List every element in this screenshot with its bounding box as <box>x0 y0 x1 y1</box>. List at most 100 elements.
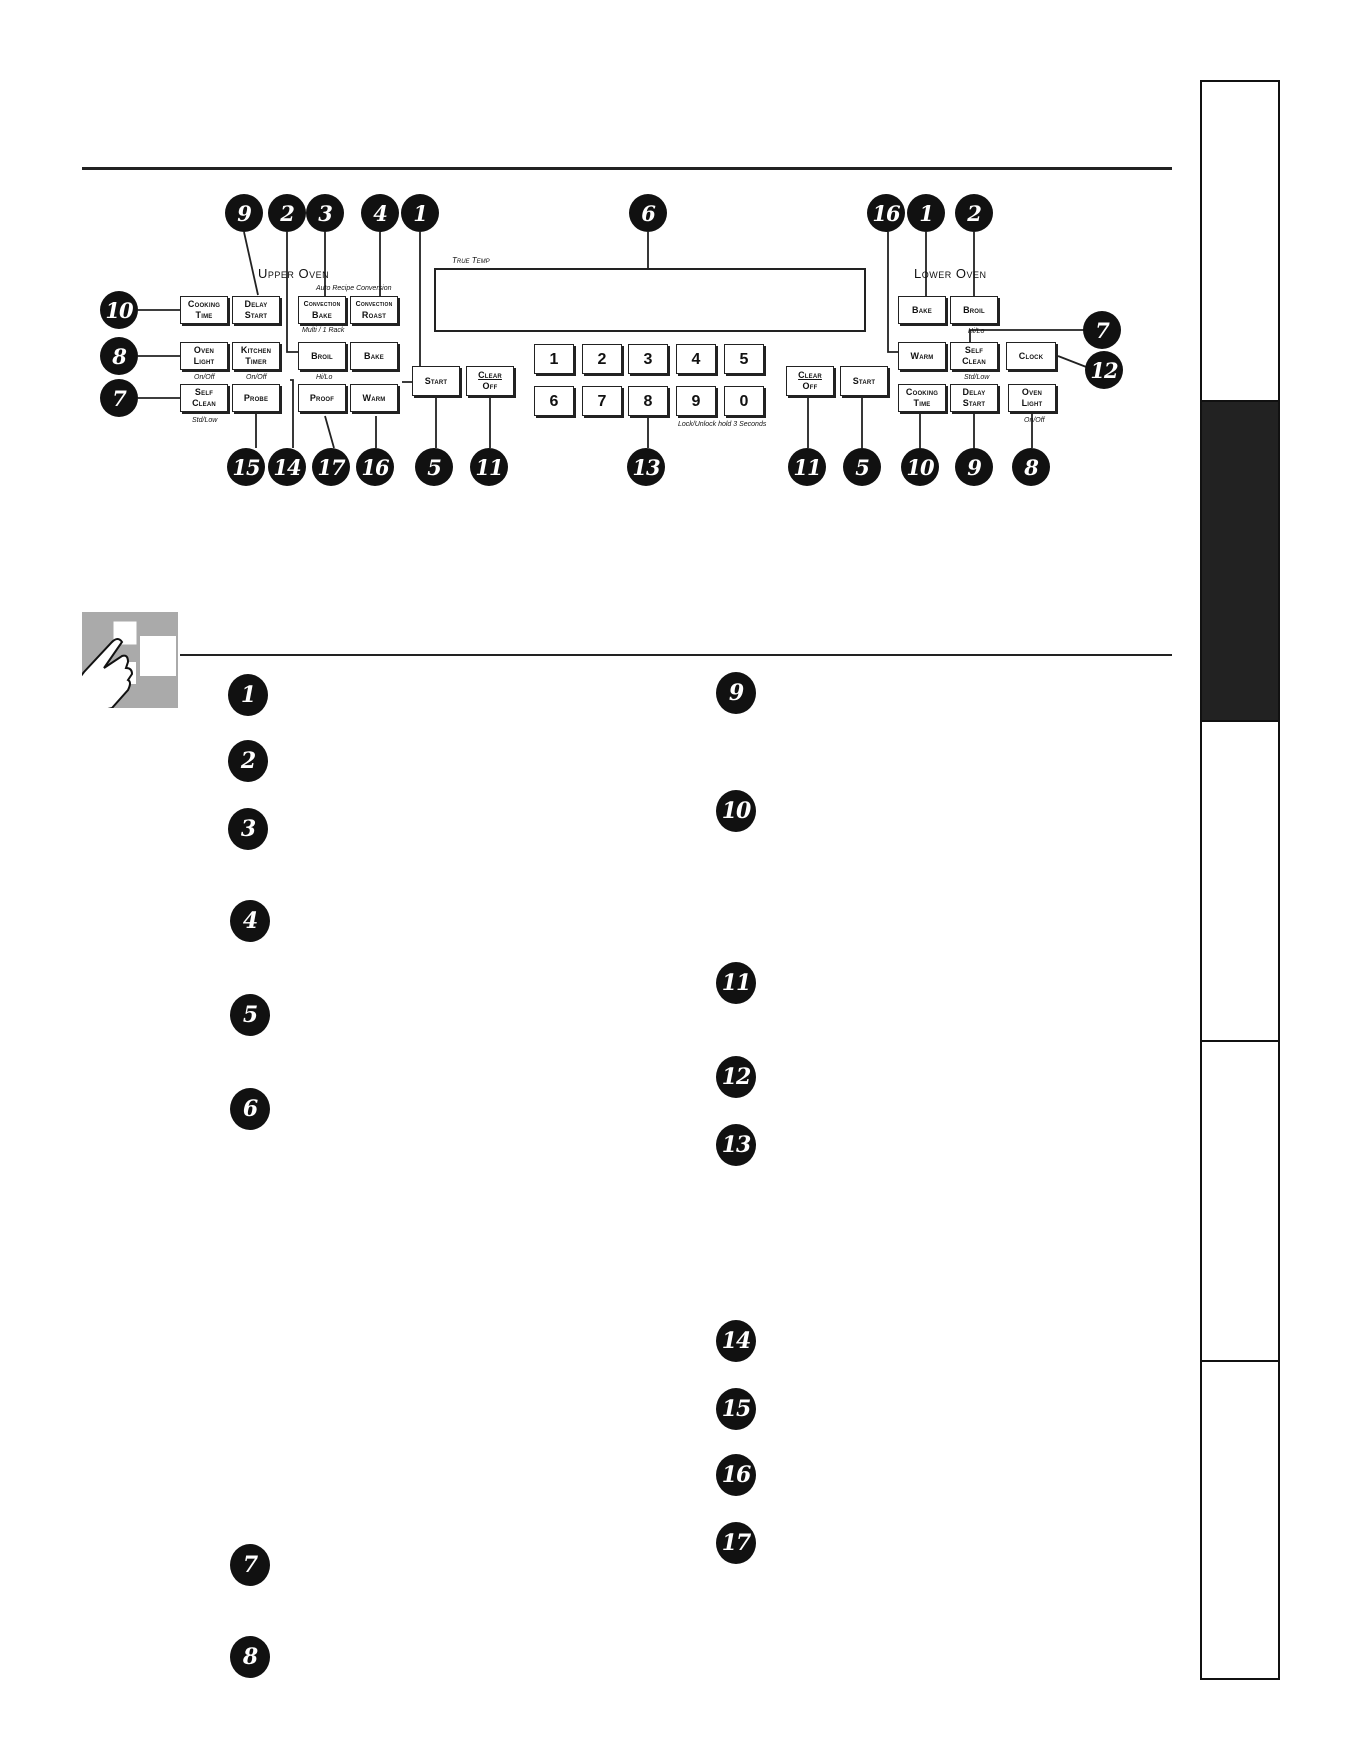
display-window <box>434 268 866 332</box>
callout-top: 9 <box>225 194 263 232</box>
list-item-number: 3 <box>228 808 268 850</box>
clock-button[interactable]: Clock <box>1006 342 1056 370</box>
key-line: Delay <box>244 299 268 309</box>
upper-warm-button[interactable]: Warm <box>350 384 398 412</box>
side-tab-4[interactable] <box>1202 1042 1278 1362</box>
list-item-number: 11 <box>716 962 756 1004</box>
digit-8-button[interactable]: 8 <box>628 386 668 416</box>
key-line: Bake <box>312 310 332 320</box>
list-item-number: 6 <box>230 1088 270 1130</box>
callout-bottom: 9 <box>955 448 993 486</box>
callout-bottom: 5 <box>415 448 453 486</box>
probe-button[interactable]: Probe <box>232 384 280 412</box>
digit-9-button[interactable]: 9 <box>676 386 716 416</box>
key-line: Cooking <box>187 299 221 309</box>
callout-top: 3 <box>306 194 344 232</box>
digit-3-button[interactable]: 3 <box>628 344 668 374</box>
callout-top: 1 <box>401 194 439 232</box>
key-label: Clock <box>1018 350 1044 361</box>
auto-recipe-label: Auto Recipe Conversion <box>316 285 392 292</box>
callout-left: 8 <box>100 337 138 375</box>
key-line: Start <box>244 310 268 320</box>
lower-warm-button[interactable]: Warm <box>898 342 946 370</box>
side-tab-5[interactable] <box>1202 1362 1278 1678</box>
hi-lo-upper-label: Hi/Lo <box>316 374 333 381</box>
callout-left: 7 <box>100 379 138 417</box>
lower-bake-button[interactable]: Bake <box>898 296 946 324</box>
key-line: Convection <box>355 301 393 308</box>
hi-lo-lower-label: Hi/Lo <box>968 328 985 335</box>
key-label: Bake <box>912 304 932 315</box>
key-line: Time <box>913 398 931 408</box>
key-line: Start <box>962 398 986 408</box>
key-line: Clear <box>478 370 502 380</box>
key-line: Off <box>482 381 498 391</box>
key-label: 4 <box>691 350 701 368</box>
callout-bottom: 11 <box>788 448 826 486</box>
side-tab-3[interactable] <box>1202 722 1278 1042</box>
list-item-number: 15 <box>716 1388 756 1430</box>
key-label: Start <box>424 375 448 386</box>
multi-rack-label: Multi / 1 Rack <box>302 327 345 334</box>
key-line: Clear <box>798 370 822 380</box>
key-label: 2 <box>597 350 607 368</box>
callout-bottom: 10 <box>901 448 939 486</box>
key-label: Probe <box>243 392 269 403</box>
top-rule <box>82 167 1172 170</box>
std-low-left-label: Std/Low <box>192 417 218 424</box>
digit-6-button[interactable]: 6 <box>534 386 574 416</box>
key-label: 7 <box>597 392 607 410</box>
callout-top: 16 <box>867 194 905 232</box>
side-tab-strip <box>1200 80 1280 1680</box>
proof-button[interactable]: Proof <box>298 384 346 412</box>
side-tab-1[interactable] <box>1202 82 1278 402</box>
digit-5-button[interactable]: 5 <box>724 344 764 374</box>
lower-start-button[interactable]: Start <box>840 366 888 396</box>
digit-1-button[interactable]: 1 <box>534 344 574 374</box>
digit-7-button[interactable]: 7 <box>582 386 622 416</box>
key-label: 6 <box>549 392 559 410</box>
callout-bottom: 11 <box>470 448 508 486</box>
key-label: Warm <box>362 392 386 403</box>
key-line: Time <box>195 310 213 320</box>
side-tab-2-active[interactable] <box>1202 402 1278 722</box>
digit-4-button[interactable]: 4 <box>676 344 716 374</box>
callout-bottom: 5 <box>843 448 881 486</box>
section-rule <box>180 654 1172 656</box>
list-item-number: 10 <box>716 790 756 832</box>
on-off-timer-label: On/Off <box>246 374 267 381</box>
key-label: Warm <box>910 350 934 361</box>
callout-bottom: 14 <box>268 448 306 486</box>
callout-right: 7 <box>1083 311 1121 349</box>
callout-top: 4 <box>361 194 399 232</box>
key-line: Roast <box>361 310 387 320</box>
callout-bottom: 13 <box>627 448 665 486</box>
callout-top: 2 <box>955 194 993 232</box>
key-label: 0 <box>739 392 749 410</box>
std-low-right-label: Std/Low <box>964 374 990 381</box>
callout-bottom: 17 <box>312 448 350 486</box>
upper-oven-label: Upper Oven <box>258 266 330 281</box>
key-line: Delay <box>962 387 986 397</box>
callout-top: 2 <box>268 194 306 232</box>
upper-start-button[interactable]: Start <box>412 366 460 396</box>
upper-broil-button[interactable]: Broil <box>298 342 346 370</box>
digit-2-button[interactable]: 2 <box>582 344 622 374</box>
lower-broil-button[interactable]: Broil <box>950 296 998 324</box>
list-item-number: 14 <box>716 1320 756 1362</box>
upper-bake-button[interactable]: Bake <box>350 342 398 370</box>
digit-0-button[interactable]: 0 <box>724 386 764 416</box>
